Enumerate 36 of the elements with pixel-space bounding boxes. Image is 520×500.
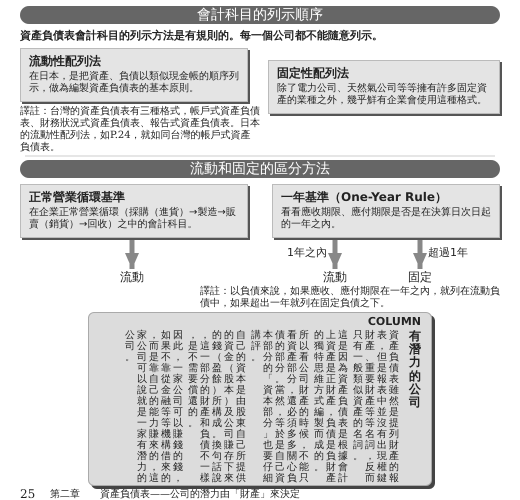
column-tag: COLUMN xyxy=(368,316,421,328)
criterion-card xyxy=(20,184,248,238)
section-title-bar: 會計科目的列示順序 xyxy=(20,6,500,24)
column-paragraph: 這是因為資產負債表是根據會計上資產是正財產，負債是負財產的獨特思維方式編製而成的。 xyxy=(313,330,348,484)
result-label: 流動 xyxy=(312,270,358,284)
method-card xyxy=(20,48,248,102)
card-body-text: 在日本，是把資產、負債以類似現金帳的順序列示，做為編製資產負債表的基本原則。 xyxy=(29,71,239,95)
column-paragraph: 因此，一家公司可以賺錢的錢，如果不靠從金融等等機構借來的，而是靠自己的能力賺來的，這家公司可以說就是一家有潛力的公司。 xyxy=(124,330,183,484)
translator-note: 譯註：台灣的資產負債表有三種格式，帳戶式資產負債表、財務狀況式資產負債表、報告式資產負債表。日本的流動性配列法，如P.24，就如同台灣的帳戶式資產負債表。 xyxy=(20,106,260,154)
card-heading: 流動性配列法 xyxy=(29,54,102,69)
card-body-text: 看看應收期限、應付期限是否是在決算日次日起的一年之內。 xyxy=(281,207,491,231)
running-header: 資產負債表——公司的潛力由「財產」來決定 xyxy=(100,489,301,500)
edge-label: 1年之內 xyxy=(287,246,327,259)
card-heading: 正常營業循環基準 xyxy=(29,190,126,205)
column-heading: 有潛力的公司 xyxy=(409,330,421,410)
card-body-text: 除了電力公司、天然氣公司等等擁有許多固定資產的業種之外，幾乎鮮有企業會使用這種格式。 xyxy=(277,83,488,107)
result-label: 固定 xyxy=(397,270,443,284)
arrow xyxy=(413,238,427,269)
chapter-label: 第二章 xyxy=(50,489,81,500)
result-label: 流動 xyxy=(109,270,155,284)
translator-note: 譯註：以負債來說，如果應收、應付期限在一年之內，就列在流動負債中，如果超出一年就列在固定負債之下。 xyxy=(200,286,500,310)
arrow xyxy=(125,238,139,269)
edge-label: 超過1年 xyxy=(428,246,468,259)
column-panel xyxy=(88,312,432,486)
card-heading: 一年基準（One-Year Rule） xyxy=(281,190,448,205)
column-paragraph: 所以看公司財產的時候，不能只看資產部分，還必須多多關心負債的部分。當然，等於是自己資本部分的「資本部分」也要仔細講評。 xyxy=(250,330,309,484)
intro-text: 資產負債表會計科目的列示方法是有規則的。每一個公司都不能隨意列示。 xyxy=(20,29,384,43)
column-paragraph: 資產負債表雖然是提列財產的報表，但是報表中並沒有出現權鍵財產、重要財產等等名詞，反而只有一般類似資產的名詞。 xyxy=(352,330,399,484)
column-paragraph: 自己的資本是由股東自己所提供的資金（股本）及公司賺存下來的錢（盈餘）所構成。換句話說，這一部分的財產和負債不一樣，是不需要償還的。 xyxy=(187,330,246,484)
card-heading: 固定性配列法 xyxy=(277,66,350,81)
card-body-text: 在企業正常營業循環（採購（進貨）→製造→販賣（銷貨）→回收）之中的會計科目。 xyxy=(29,207,237,231)
criterion-card xyxy=(272,184,500,238)
section-title-bar: 流動和固定的區分方法 xyxy=(20,160,500,178)
page-number: 25 xyxy=(20,488,36,500)
arrow xyxy=(328,238,342,269)
method-card xyxy=(268,60,500,114)
